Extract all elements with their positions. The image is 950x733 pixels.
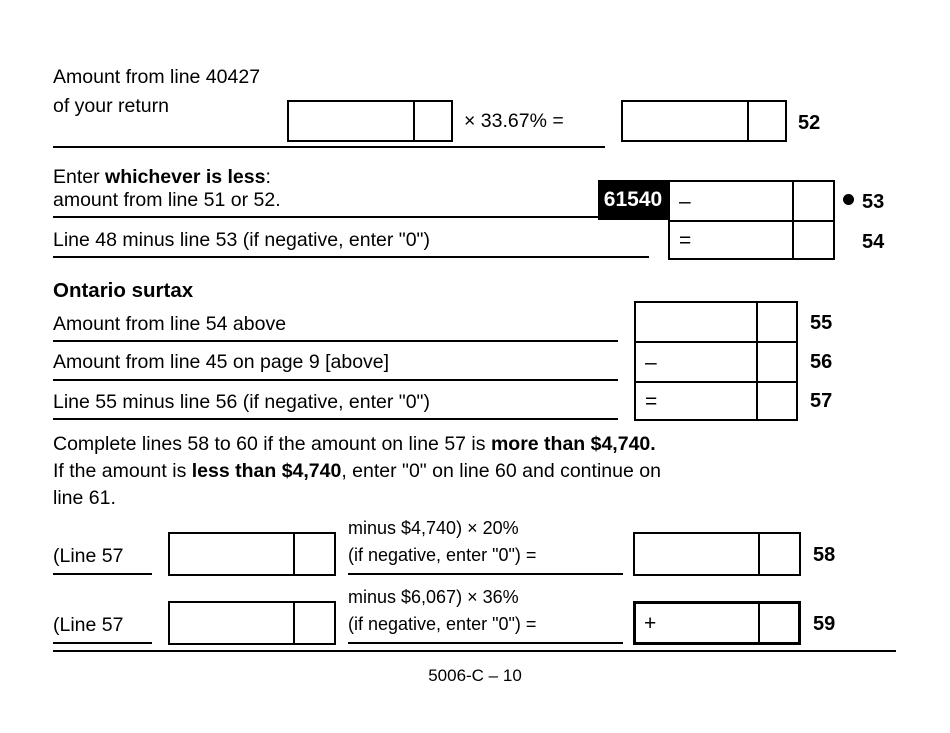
line-56-cents-field[interactable] [758, 343, 796, 381]
line-53-dollars-field[interactable]: – [670, 182, 794, 220]
line-54-rule [53, 256, 649, 258]
line-53-rule [53, 216, 605, 218]
instruction-text-part1: Complete lines 58 to 60 if the amount on… [53, 433, 491, 455]
line-53-label-second: amount from line 51 or 52. [53, 189, 281, 211]
line-52-dollars-field[interactable] [289, 102, 415, 140]
line-59-formula-first: minus $6,067) × 36% [348, 587, 519, 607]
line-59-input-box[interactable] [168, 601, 336, 645]
line-54-operator: = [679, 228, 692, 252]
line-58-cents-field[interactable] [295, 534, 334, 574]
line-53-prefilled-amount: 61540 [598, 180, 668, 220]
line-54-dollars-field[interactable]: = [670, 222, 794, 258]
line-54-label: Line 48 minus line 53 (if negative, ente… [53, 229, 430, 251]
line-59-result-dollars-field[interactable]: + [636, 604, 760, 642]
line-59-operator: + [644, 611, 657, 635]
line-59-prefix-rule [53, 642, 152, 644]
line-53-label-first: Enter whichever is less: [53, 166, 271, 189]
line-59-result-box[interactable]: + [633, 601, 801, 645]
bullet-dot-icon [843, 194, 854, 205]
line-59-dollars-field[interactable] [170, 603, 295, 643]
line-53-row[interactable]: – [670, 182, 833, 222]
line-57-rule [53, 418, 618, 420]
line-59-formula-rule [348, 642, 623, 644]
line-number-52: 52 [798, 112, 821, 134]
instruction-text-part2-post: , enter "0" on line 60 and continue on [341, 460, 661, 482]
line-52-cents-field[interactable] [415, 102, 451, 140]
line-59-formula-second: (if negative, enter "0") = [348, 614, 537, 634]
line-57-operator: = [645, 389, 658, 413]
line-52-multiplier-text: × 33.67% = [464, 110, 564, 132]
line-52-result-dollars-field[interactable] [623, 102, 749, 140]
line-52-label-first: Amount from line 40427 [53, 66, 261, 88]
line-number-59: 59 [813, 613, 836, 635]
line-52-result-box[interactable] [621, 100, 787, 142]
line-52-input-box[interactable] [287, 100, 453, 142]
line-53-label-suffix: : [265, 166, 271, 188]
instruction-line-3: line 61. [53, 487, 116, 509]
section-heading-ontario-surtax: Ontario surtax [53, 279, 194, 302]
line-56-rule [53, 379, 618, 381]
footer-rule [53, 650, 896, 652]
line-57-row[interactable]: = [636, 383, 796, 419]
line-53-label-prefix: Enter [53, 166, 106, 188]
line-57-dollars-field[interactable]: = [636, 383, 758, 419]
line-53-54-box-stack: – = [668, 180, 835, 260]
line-number-55: 55 [810, 312, 833, 334]
line-number-57: 57 [810, 390, 833, 412]
line-52-rule [53, 146, 605, 148]
instruction-line-1: Complete lines 58 to 60 if the amount on… [53, 433, 656, 456]
line-56-row[interactable]: – [636, 343, 796, 383]
line-number-54: 54 [862, 231, 885, 253]
line-57-cents-field[interactable] [758, 383, 796, 419]
line-58-formula-second: (if negative, enter "0") = [348, 545, 537, 565]
line-58-prefix-rule [53, 573, 152, 575]
instruction-emphasis-less-than: less than $4,740 [191, 460, 342, 482]
line-59-result-cents-field[interactable] [760, 604, 798, 642]
line-58-result-box[interactable] [633, 532, 801, 576]
line-56-operator: – [645, 350, 657, 374]
line-54-cents-field[interactable] [794, 222, 833, 258]
line-number-58: 58 [813, 544, 836, 566]
line-53-cents-field[interactable] [794, 182, 833, 220]
form-code-footer: 5006-C – 10 [428, 666, 522, 685]
line-55-row[interactable] [636, 303, 796, 343]
line-58-formula-rule [348, 573, 623, 575]
line-55-dollars-field[interactable] [636, 303, 758, 341]
line-55-rule [53, 340, 618, 342]
line-number-53: 53 [862, 191, 885, 213]
line-55-label: Amount from line 54 above [53, 313, 287, 335]
instruction-text-part2-pre: If the amount is [53, 460, 192, 482]
line-54-row[interactable]: = [670, 222, 833, 258]
line-53-operator: – [679, 189, 691, 213]
line-52-result-cents-field[interactable] [749, 102, 785, 140]
line-56-dollars-field[interactable]: – [636, 343, 758, 381]
line-58-result-cents-field[interactable] [760, 534, 799, 574]
line-57-label: Line 55 minus line 56 (if negative, ente… [53, 391, 430, 413]
line-55-57-box-stack: – = [634, 301, 798, 421]
line-52-label-second: of your return [53, 95, 169, 117]
instruction-line-2: If the amount is less than $4,740, enter… [53, 460, 661, 483]
line-number-56: 56 [810, 351, 833, 373]
line-58-dollars-field[interactable] [170, 534, 295, 574]
line-55-cents-field[interactable] [758, 303, 796, 341]
instruction-emphasis-more-than: more than $4,740. [490, 433, 656, 455]
line-58-result-dollars-field[interactable] [635, 534, 760, 574]
line-53-label-emphasis: whichever is less [105, 166, 266, 188]
line-59-cents-field[interactable] [295, 603, 334, 643]
line-56-label: Amount from line 45 on page 9 [above] [53, 351, 390, 373]
line-58-formula-first: minus $4,740) × 20% [348, 518, 519, 538]
line-58-input-box[interactable] [168, 532, 336, 576]
line-58-prefix: (Line 57 [53, 545, 124, 567]
line-59-prefix: (Line 57 [53, 614, 124, 636]
